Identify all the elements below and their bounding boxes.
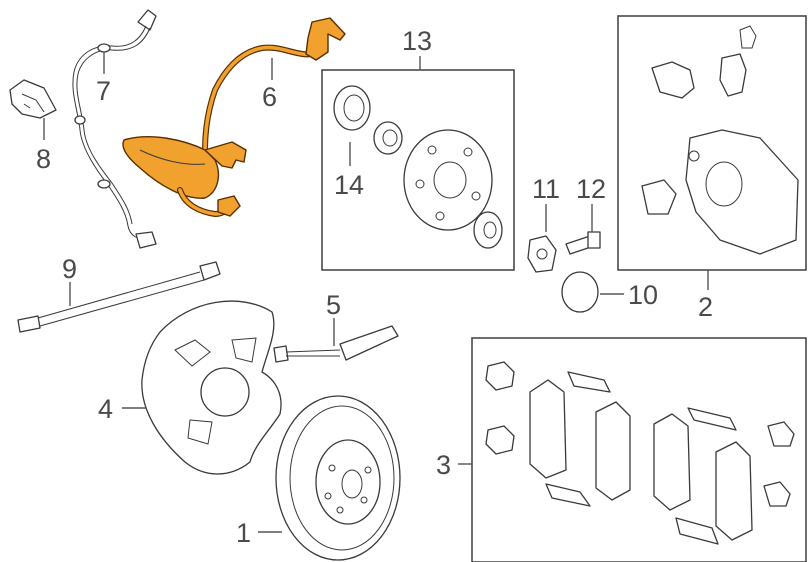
part-10-cap[interactable] xyxy=(561,271,599,313)
leader-lines xyxy=(43,52,709,533)
part-2-caliper[interactable] xyxy=(641,25,799,255)
callout-4: 4 xyxy=(98,394,113,424)
callout-5: 5 xyxy=(326,290,341,320)
part-1-brake-rotor[interactable] xyxy=(275,395,401,561)
caliper-box xyxy=(617,15,807,271)
part-3-brake-pads[interactable] xyxy=(485,361,795,545)
callout-10: 10 xyxy=(628,280,658,310)
callout-12: 12 xyxy=(576,174,606,204)
wheel-hub[interactable] xyxy=(403,129,503,249)
part-9-wear-sensor[interactable] xyxy=(17,261,221,333)
callout-6: 6 xyxy=(262,82,277,112)
hub-assembly-box xyxy=(321,69,515,271)
callout-9: 9 xyxy=(62,254,77,284)
callout-7: 7 xyxy=(96,76,111,106)
callout-labels: 6 7 8 9 5 4 1 13 14 11 12 10 2 3 xyxy=(36,26,713,548)
part-4-dust-shield[interactable] xyxy=(141,300,282,475)
callout-1: 1 xyxy=(236,518,251,548)
part-8-bracket[interactable] xyxy=(9,79,57,119)
part-6-abs-sensor-highlighted[interactable] xyxy=(122,17,346,217)
callout-8: 8 xyxy=(36,144,51,174)
part-11-clip[interactable] xyxy=(527,235,557,273)
pads-box xyxy=(471,337,807,562)
part-14-seal[interactable] xyxy=(333,85,371,131)
callout-2: 2 xyxy=(698,292,713,322)
callout-3: 3 xyxy=(436,450,451,480)
callout-11: 11 xyxy=(532,174,560,204)
part-12-bolt[interactable] xyxy=(565,231,601,255)
callout-14: 14 xyxy=(334,170,364,200)
hub-bearing[interactable] xyxy=(373,121,403,155)
part-5-pad-wear-sensor[interactable] xyxy=(273,325,399,363)
callout-13: 13 xyxy=(402,26,432,56)
part-7-sensor-wire[interactable] xyxy=(72,9,157,249)
